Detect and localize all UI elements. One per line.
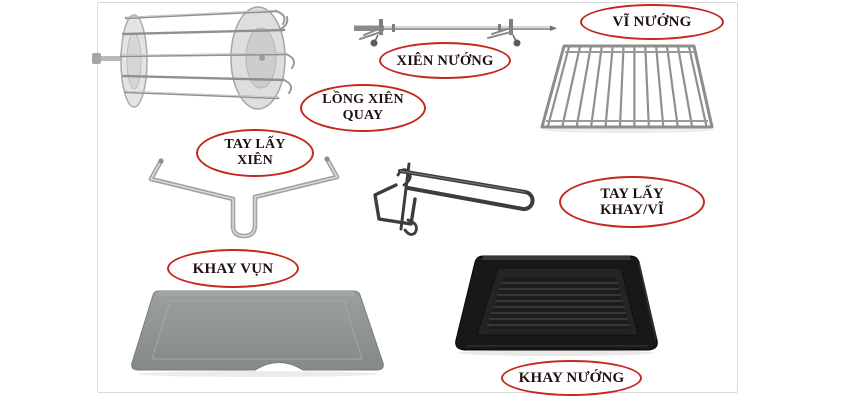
label-text: XIÊN (237, 153, 273, 168)
label-text: TAY LẤY (600, 186, 664, 202)
label-long-xien-quay: LỒNG XIÊN QUAY (300, 84, 426, 132)
skewer-handle-image (148, 156, 340, 239)
label-khay-vun: KHAY VỤN (167, 249, 299, 288)
label-xien-nuong: XIÊN NƯỚNG (379, 42, 511, 79)
label-tay-lay-khay-vi: TAY LẤY KHAY/VĨ (559, 176, 705, 228)
wire-rack-image (540, 44, 714, 133)
label-text: KHAY VỤN (192, 260, 274, 277)
label-text: XIÊN NƯỚNG (396, 52, 494, 69)
label-tay-lay-xien: TAY LẤY XIÊN (196, 129, 314, 177)
label-text: TAY LẤY (224, 137, 286, 152)
label-text: VĨ NƯỚNG (612, 14, 692, 30)
label-text: LỒNG XIÊN (322, 92, 404, 107)
label-text: KHAY/VĨ (600, 202, 664, 218)
tray-rack-handle-image (373, 162, 535, 236)
rotisserie-cage-image (92, 6, 295, 110)
label-text: KHAY NƯỚNG (518, 370, 625, 386)
label-vi-nuong: VĨ NƯỚNG (580, 4, 724, 40)
baking-tray-image (455, 255, 658, 356)
label-khay-nuong: KHAY NƯỚNG (501, 360, 642, 396)
crumb-tray-image (131, 290, 384, 377)
label-text: QUAY (342, 108, 384, 123)
skewer-rod-image (354, 19, 557, 47)
